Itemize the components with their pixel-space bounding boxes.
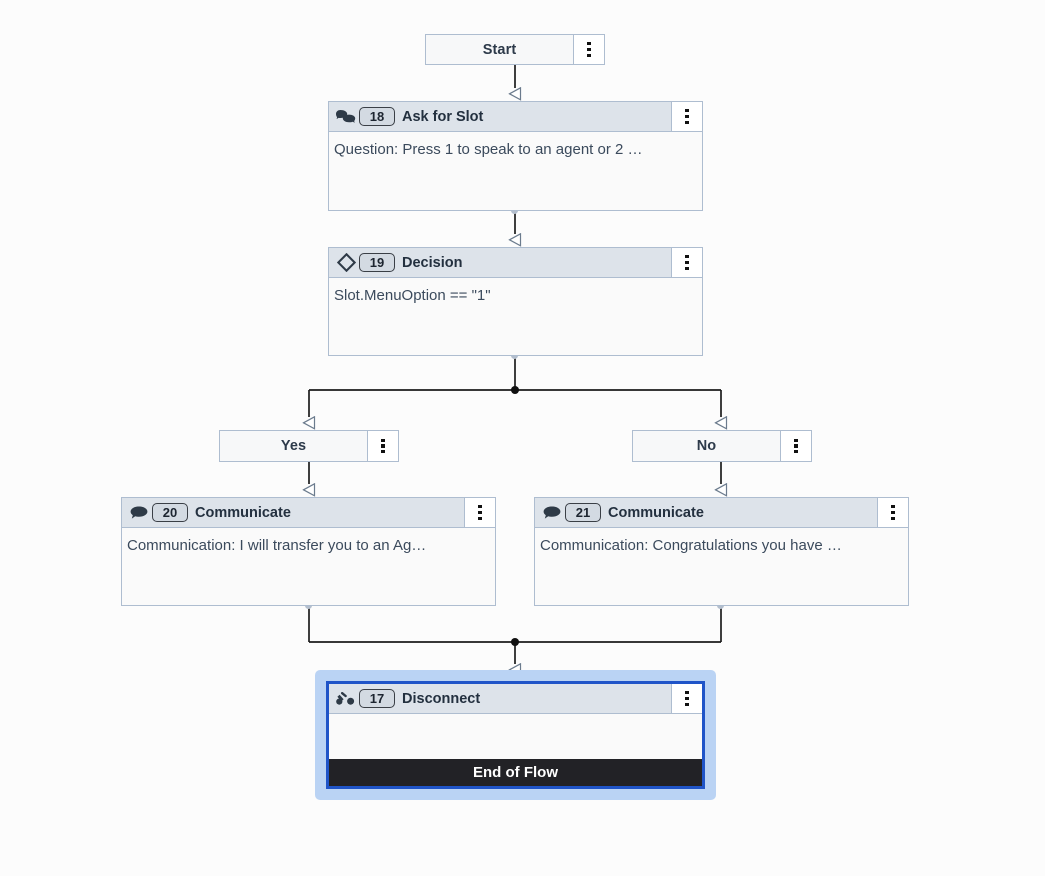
node-title: Decision bbox=[402, 254, 463, 271]
node-header: 21 Communicate bbox=[535, 498, 908, 528]
node-header: 19 Decision bbox=[329, 248, 702, 278]
node-title: Ask for Slot bbox=[402, 108, 484, 125]
node-header: 17 Disconnect bbox=[329, 684, 702, 714]
end-of-flow-bar: End of Flow bbox=[329, 759, 702, 786]
node-number-badge: 17 bbox=[359, 689, 395, 708]
node-number-badge: 18 bbox=[359, 107, 395, 126]
node-decision[interactable]: 19 Decision Slot.MenuOption == "1" bbox=[328, 247, 703, 356]
node-header: 20 Communicate bbox=[122, 498, 495, 528]
node-number-badge: 19 bbox=[359, 253, 395, 272]
diamond-icon bbox=[333, 253, 359, 272]
node-body-text: Communication: I will transfer you to an… bbox=[127, 537, 427, 554]
node-start-label: Start bbox=[482, 41, 517, 58]
node-title: Disconnect bbox=[402, 690, 481, 707]
branch-yes-label: Yes bbox=[280, 438, 307, 454]
node-body-text: Question: Press 1 to speak to an agent o… bbox=[334, 141, 643, 158]
node-branch-yes[interactable]: Yes bbox=[219, 430, 399, 462]
kebab-menu-icon[interactable] bbox=[671, 102, 702, 131]
node-number-badge: 21 bbox=[565, 503, 601, 522]
kebab-menu-icon[interactable] bbox=[573, 35, 604, 64]
kebab-menu-icon[interactable] bbox=[367, 431, 398, 461]
kebab-menu-icon[interactable] bbox=[671, 684, 702, 713]
kebab-menu-icon[interactable] bbox=[671, 248, 702, 277]
node-disconnect[interactable]: 17 Disconnect End of Flow bbox=[326, 681, 705, 789]
node-header: 18 Ask for Slot bbox=[329, 102, 702, 132]
node-number-badge: 20 bbox=[152, 503, 188, 522]
junction-dot-merge bbox=[511, 638, 519, 646]
kebab-menu-icon[interactable] bbox=[780, 431, 811, 461]
branch-no-label: No bbox=[696, 438, 717, 454]
chat-bubbles-icon bbox=[333, 109, 359, 125]
node-communicate-20[interactable]: 20 Communicate Communication: I will tra… bbox=[121, 497, 496, 606]
node-body-text bbox=[329, 714, 702, 759]
node-branch-no[interactable]: No bbox=[632, 430, 812, 462]
node-body-text: Communication: Congratulations you have … bbox=[540, 537, 842, 554]
node-start[interactable]: Start bbox=[425, 34, 605, 65]
junction-dot-split bbox=[511, 386, 519, 394]
kebab-menu-icon[interactable] bbox=[877, 498, 908, 527]
chat-bubble-icon bbox=[126, 505, 152, 521]
node-communicate-21[interactable]: 21 Communicate Communication: Congratula… bbox=[534, 497, 909, 606]
node-ask-for-slot[interactable]: 18 Ask for Slot Question: Press 1 to spe… bbox=[328, 101, 703, 211]
node-title: Communicate bbox=[195, 504, 291, 521]
node-body-text: Slot.MenuOption == "1" bbox=[334, 287, 491, 304]
node-title: Communicate bbox=[608, 504, 704, 521]
chat-bubble-icon bbox=[539, 505, 565, 521]
disconnect-icon bbox=[333, 691, 359, 706]
kebab-menu-icon[interactable] bbox=[464, 498, 495, 527]
